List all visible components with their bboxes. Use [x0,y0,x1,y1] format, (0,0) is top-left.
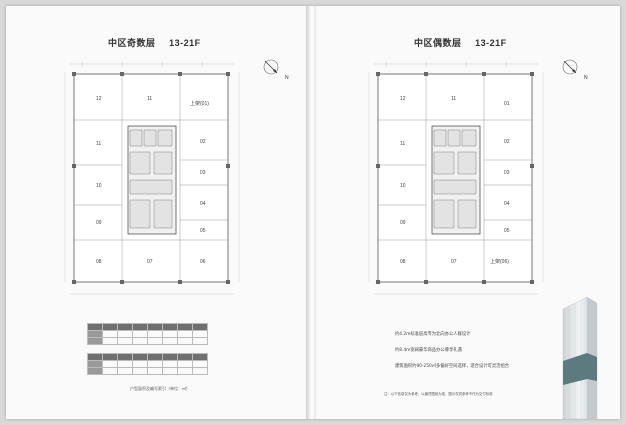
left-unit-label: 上架(01) [190,100,209,107]
right-compass-label: N [584,75,588,80]
left-page-title: 中区奇数层 13-21F [108,36,201,49]
right-unit-label: 02 [504,139,510,145]
left-unit-label: 07 [147,259,153,265]
left-unit-label: 04 [200,201,206,207]
right-unit-label: 08 [400,259,406,265]
unit-area-table-1 [87,323,208,345]
right-floor-plan: 12 11 01 11 02 10 03 04 09 05 08 07 上架(0… [368,61,544,295]
left-unit-label: 08 [96,259,102,265]
left-compass-label: N [285,75,289,80]
left-unit-label: 02 [200,139,206,145]
book-spine [306,6,316,419]
right-unit-label: 12 [400,96,406,102]
left-unit-label: 06 [200,259,206,265]
right-unit-label: 07 [451,259,457,265]
table-note: 户型面积及编号索引（单位：㎡） [130,386,190,391]
left-unit-label: 03 [200,170,206,176]
description-line-3: 建筑面积约90-250㎡多偏好空间选择，适合设计可灵活组合 [395,364,510,369]
right-unit-label: 上架(06) [490,258,509,265]
right-unit-label: 09 [400,220,406,226]
left-compass-icon: N [263,59,289,80]
left-floor-plan: 12 11 上架(01) 11 02 10 03 04 09 05 08 07 … [64,61,240,295]
right-unit-label: 03 [504,170,510,176]
description-line-2: 约8.4m宽阔豪华商品办公尊享礼遇 [395,348,462,353]
left-unit-label: 10 [96,183,102,189]
left-unit-label: 12 [96,96,102,102]
left-title-floors: 13-21F [169,38,201,48]
left-unit-label: 05 [200,228,206,234]
left-unit-label: 11 [147,96,152,102]
footer-note: 注：以下信息仅为参考，以最终图纸为准，图示仅供参考不作为交付标准 [384,392,493,396]
description-line-1: 约4.2m标准层高专为北向办公人群设计 [395,332,471,337]
right-unit-label: 10 [400,183,406,189]
right-unit-label: 11 [451,96,456,102]
left-unit-label: 09 [96,220,102,226]
unit-area-table-2 [87,353,208,375]
right-unit-label: 05 [504,228,510,234]
right-unit-label: 01 [504,101,510,107]
left-unit-label: 11 [96,141,101,147]
right-title-floors: 13-21F [475,38,507,48]
right-unit-label: 11 [400,141,405,147]
right-title-zone: 中区偶数层 [414,39,462,49]
right-page-title: 中区偶数层 13-21F [414,36,507,49]
right-compass-icon: N [562,59,588,80]
left-title-zone: 中区奇数层 [108,39,156,49]
right-unit-label: 04 [504,201,510,207]
tower-illustration [562,297,598,419]
